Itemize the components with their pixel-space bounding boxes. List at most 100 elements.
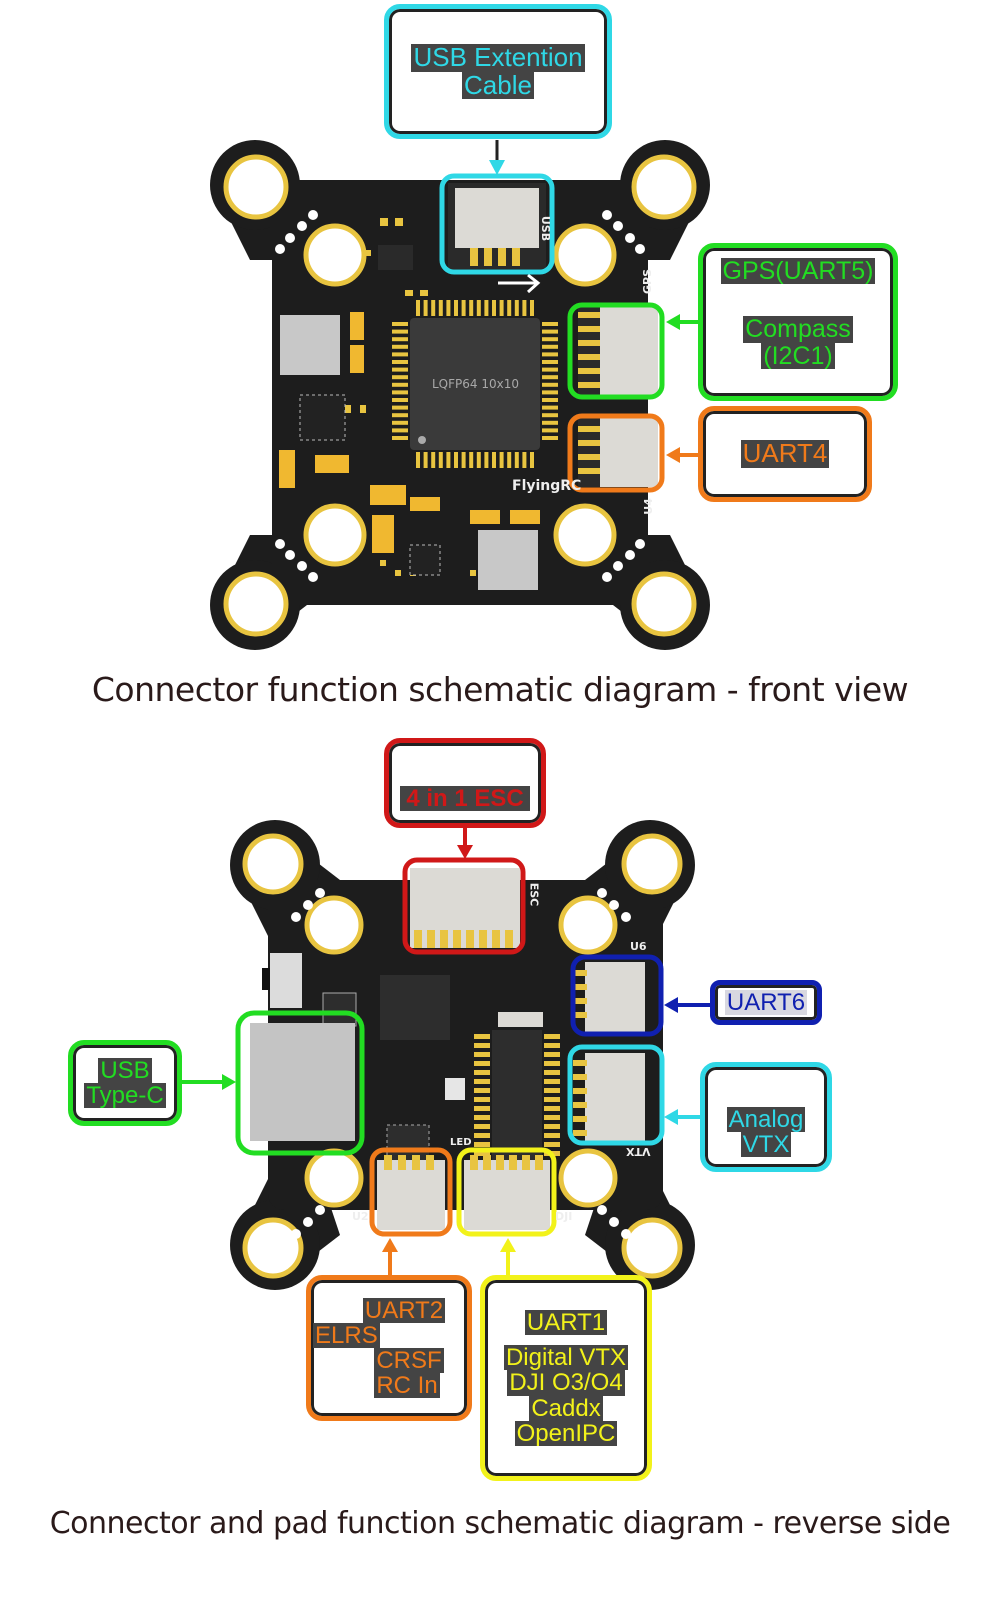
callout-uart4-line-1: UART4 — [740, 438, 830, 469]
callout-uart2-line-4: RC In — [374, 1372, 440, 1400]
ic-pin — [474, 1079, 490, 1084]
ic-pin — [507, 300, 512, 316]
back-chip-1 — [380, 975, 450, 1040]
ic-pin — [392, 398, 408, 402]
ic-pin — [431, 452, 436, 468]
ic-pin — [544, 1124, 560, 1129]
ic-pin — [542, 413, 558, 418]
front-inductor-2 — [478, 530, 538, 590]
ic-pin — [392, 329, 408, 334]
silk-led: LED — [450, 1137, 472, 1148]
callout-esc-line-1: 4 in 1 ESC — [400, 786, 530, 811]
front-mount-holes — [223, 154, 697, 637]
ic-pin — [544, 1061, 560, 1066]
callout-uart1-line-5: OpenIPC — [514, 1419, 618, 1447]
callout-esc: 4 in 1 ESC — [384, 738, 546, 828]
ic-pin — [542, 428, 558, 433]
ic-pin — [461, 300, 466, 316]
ic-pin — [454, 300, 458, 316]
ic-pin — [544, 1142, 560, 1147]
ic-pin — [544, 1088, 560, 1093]
back-dji-connector — [464, 1160, 550, 1230]
callout-usb-extension-line-1: USB Extention — [411, 42, 585, 73]
ic-pin — [392, 344, 408, 349]
ic-pin — [544, 1034, 560, 1039]
ic-pin — [416, 452, 420, 468]
ic-pin — [544, 1097, 560, 1102]
ic-pin — [474, 1133, 490, 1138]
silk-brand: FlyingRC — [512, 478, 582, 494]
ic-pin — [469, 300, 474, 316]
callout-uart1-line-4: Caddx — [529, 1394, 603, 1422]
callout-uart2-line-1: UART2 — [362, 1296, 446, 1324]
ic-pin — [542, 405, 558, 410]
ic-pin — [392, 337, 408, 342]
ic-pin — [542, 436, 558, 440]
ic-pin — [542, 390, 558, 395]
ic-pin — [522, 452, 527, 468]
ic-pin — [476, 300, 481, 316]
ic-pin — [474, 1097, 490, 1102]
ic-pin — [392, 413, 408, 418]
front-caption: Connector function schematic diagram - f… — [91, 670, 909, 709]
ic-pin — [544, 1043, 560, 1048]
ic-pin — [542, 382, 558, 387]
ic-pin — [522, 300, 527, 316]
ic-pin — [392, 322, 408, 326]
back-switch — [270, 953, 302, 1008]
ic-pin — [530, 452, 534, 468]
back-esc-connector — [410, 868, 520, 948]
ic-pin — [474, 1151, 490, 1156]
callout-analog-vtx-line-1: Analog — [726, 1105, 806, 1133]
back-uart6-connector — [585, 962, 645, 1032]
ic-pin — [474, 1043, 490, 1048]
front-callout-graphics — [439, 140, 700, 493]
front-inductor-1 — [280, 315, 340, 375]
ic-pin — [423, 300, 428, 316]
callout-gps-line-3: (I2C1) — [761, 341, 835, 370]
ic-pin — [474, 1052, 490, 1057]
ic-pin — [544, 1079, 560, 1084]
callout-uart4: UART4 — [698, 406, 872, 502]
callout-uart1: UART1 Digital VTX DJI O3/O4 Caddx OpenIP… — [480, 1275, 652, 1481]
ic-pin — [474, 1034, 490, 1039]
front-small-ic — [299, 394, 346, 441]
back-vtx-connector — [585, 1053, 645, 1141]
ic-pin — [474, 1088, 490, 1093]
ic-pin — [392, 360, 408, 364]
mcu-chip — [410, 318, 540, 450]
ic-pin — [484, 452, 489, 468]
back-pcb — [230, 820, 695, 1290]
ic-pin — [542, 375, 558, 380]
front-usb-connector — [455, 188, 539, 248]
silk-u6: U6 — [630, 940, 647, 953]
callout-uart2-line-2: ELRS — [313, 1321, 380, 1349]
silk-u4: U4 — [641, 498, 655, 515]
ic-pin — [542, 367, 558, 372]
callout-usb-extension: USB Extention Cable — [384, 4, 612, 139]
ic-pin — [492, 452, 496, 468]
silk-usb: USB — [539, 215, 553, 242]
ic-pin — [544, 1052, 560, 1057]
ic-pin — [544, 1106, 560, 1111]
callout-gps-line-2: Compass — [743, 315, 853, 344]
silk-u2: U2 — [352, 1210, 369, 1223]
ic-pin — [542, 337, 558, 342]
ic-pin — [416, 300, 420, 316]
ic-pin — [544, 1133, 560, 1138]
front-pcb — [210, 140, 710, 650]
ic-pin — [474, 1070, 490, 1075]
back-uart2-connector — [377, 1160, 445, 1230]
ic-pin — [392, 375, 408, 380]
back-mount-holes — [242, 833, 683, 1279]
callout-analog-vtx-line-2: VTX — [740, 1130, 792, 1158]
ic-pin — [514, 452, 519, 468]
ic-pin — [392, 382, 408, 387]
callout-uart1-line-2: Digital VTX — [503, 1344, 629, 1372]
ic-pin — [544, 1115, 560, 1120]
ic-pin — [474, 1061, 490, 1066]
ic-pin — [542, 420, 558, 425]
ic-pin — [392, 367, 408, 372]
ic-pin — [438, 300, 443, 316]
